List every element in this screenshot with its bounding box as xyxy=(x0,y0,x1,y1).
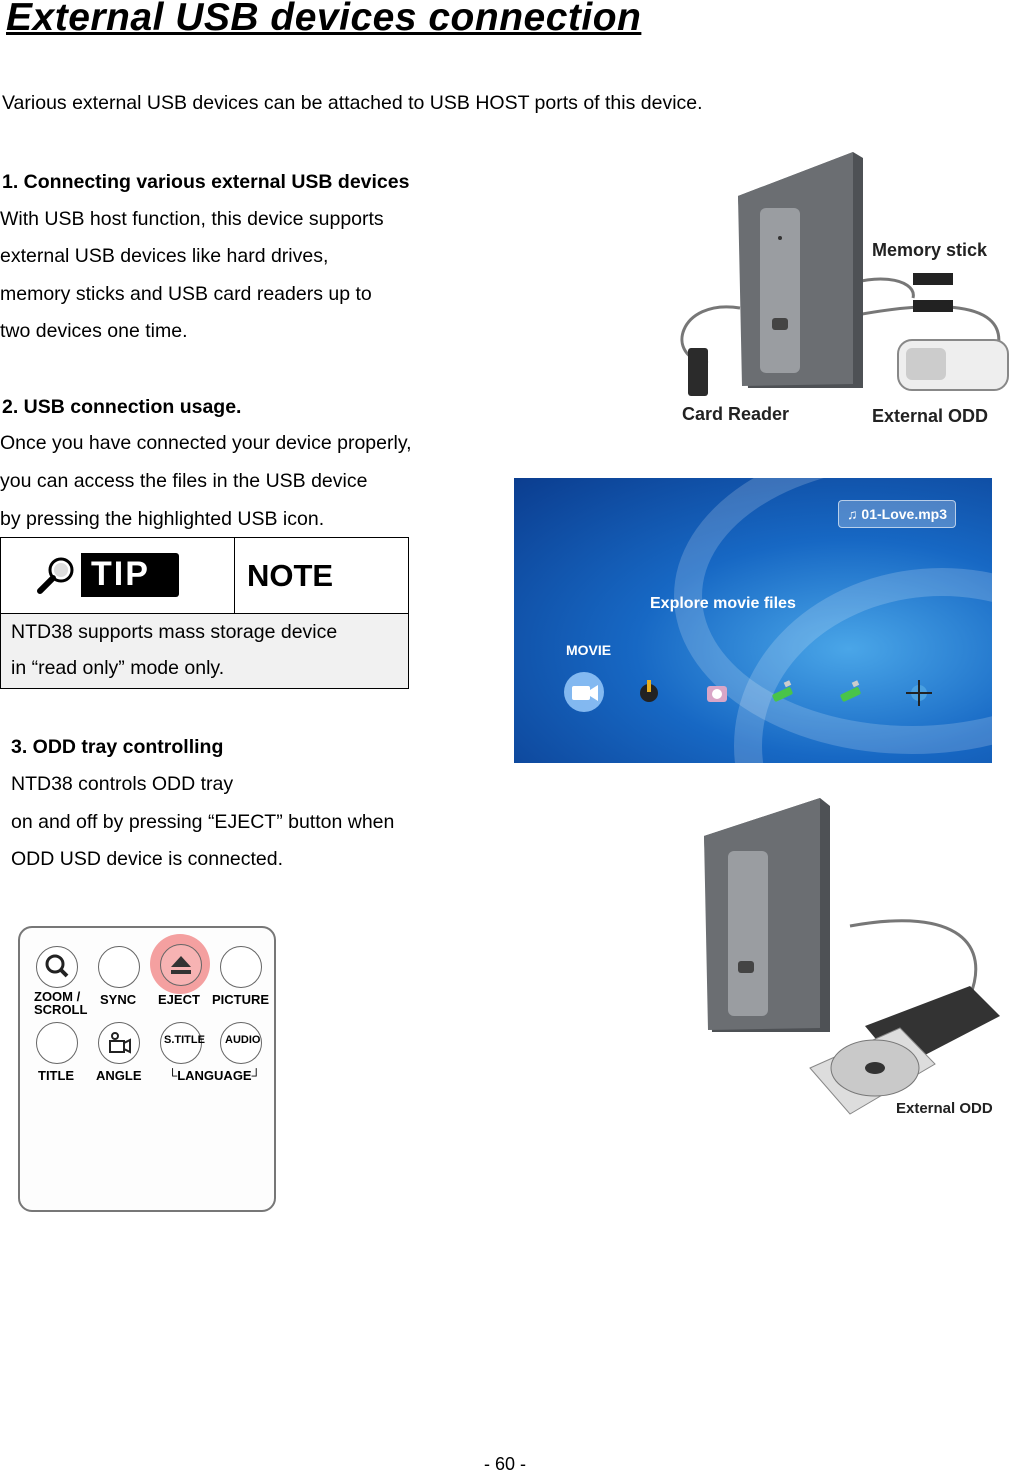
remote-control: ZOOM /SCROLL SYNC EJECT PICTURE TITLE AN… xyxy=(18,926,276,1212)
memory-stick-label: Memory stick xyxy=(872,240,988,260)
camera-icon xyxy=(109,1032,131,1054)
card-reader-label: Card Reader xyxy=(682,404,790,424)
odd-illustration: External ODD xyxy=(700,796,1006,1146)
section1-line: memory sticks and USB card readers up to xyxy=(0,283,372,305)
scroll-label: SCROLL xyxy=(34,1002,88,1017)
section2-line: by pressing the highlighted USB icon. xyxy=(0,508,325,530)
usb-icon[interactable] xyxy=(768,678,798,708)
title-label: TITLE xyxy=(38,1068,75,1083)
note-header-cell: NOTE xyxy=(235,538,408,614)
picture-label: PICTURE xyxy=(212,992,270,1007)
external-odd-label: External ODD xyxy=(896,1100,993,1117)
zoom-scroll-button[interactable] xyxy=(36,946,78,988)
audio-button[interactable]: AUDIO xyxy=(220,1022,262,1064)
section2-heading: 2. USB connection usage. xyxy=(2,396,242,418)
music-icon[interactable] xyxy=(634,678,664,708)
section1-line: two devices one time. xyxy=(0,320,188,342)
page-number: - 60 - xyxy=(483,1454,526,1474)
section3-line: NTD38 controls ODD tray xyxy=(11,773,234,795)
now-playing-tag: ♫ 01-Love.mp3 xyxy=(838,500,956,528)
section1-line: external USB devices like hard drives, xyxy=(0,245,329,267)
language-group-label: └LANGUAGE┘ xyxy=(168,1068,261,1083)
picture-button[interactable] xyxy=(220,946,262,988)
eject-label: EJECT xyxy=(158,992,200,1007)
section3-line: on and off by pressing “EJECT” button wh… xyxy=(11,811,395,833)
section2-line: you can access the files in the USB devi… xyxy=(0,470,368,492)
angle-button[interactable] xyxy=(98,1022,140,1064)
external-odd-label: External ODD xyxy=(872,406,989,426)
movie-icon[interactable] xyxy=(562,670,606,714)
note-header: NOTE xyxy=(247,558,334,593)
usb-icon[interactable] xyxy=(836,678,866,708)
magnifier-icon xyxy=(31,553,81,597)
tip-note-box: TIP NOTE NTD38 supports mass storage dev… xyxy=(0,537,409,689)
audio-label: AUDIO xyxy=(225,1034,261,1046)
page-title: External USB devices connection xyxy=(6,0,642,39)
section3-line: ODD USD device is connected. xyxy=(11,848,284,870)
section1-line: With USB host function, this device supp… xyxy=(0,208,384,230)
note-body: NTD38 supports mass storage device in “r… xyxy=(1,614,408,688)
title-button[interactable] xyxy=(36,1022,78,1064)
screen-caption: Explore movie files xyxy=(650,595,796,612)
zoom-icon xyxy=(45,954,69,978)
note-icon: ♫ xyxy=(847,506,862,522)
note-line: NTD38 supports mass storage device xyxy=(11,621,338,643)
photo-icon[interactable] xyxy=(702,678,732,708)
explore-screen: ♫ 01-Love.mp3 Explore movie files MOVIE xyxy=(514,478,992,763)
eject-button[interactable] xyxy=(160,944,202,986)
eject-icon xyxy=(171,956,191,974)
section2-line: Once you have connected your device prop… xyxy=(0,432,412,454)
section1-heading: 1. Connecting various external USB devic… xyxy=(2,171,410,193)
subtitle-label: S.TITLE xyxy=(164,1034,205,1046)
network-icon[interactable] xyxy=(904,678,934,708)
tip-cell: TIP xyxy=(1,538,235,614)
zoom-label: ZOOM / xyxy=(34,989,81,1004)
sync-label: SYNC xyxy=(100,992,137,1007)
intro-text: Various external USB devices can be atta… xyxy=(2,92,703,114)
angle-label: ANGLE xyxy=(96,1068,142,1083)
sync-button[interactable] xyxy=(98,946,140,988)
now-playing-file: 01-Love.mp3 xyxy=(861,506,947,522)
tip-label: TIP xyxy=(91,555,150,593)
section3-heading: 3. ODD tray controlling xyxy=(11,736,224,758)
usb-devices-illustration: Memory stick Card Reader External ODD xyxy=(668,148,1010,434)
zoom-scroll-label: ZOOM /SCROLL xyxy=(34,990,87,1016)
selected-item-label: MOVIE xyxy=(566,642,612,658)
subtitle-button[interactable]: S.TITLE xyxy=(160,1022,205,1064)
note-line: in “read only” mode only. xyxy=(11,657,225,679)
tip-badge: TIP xyxy=(31,553,179,597)
